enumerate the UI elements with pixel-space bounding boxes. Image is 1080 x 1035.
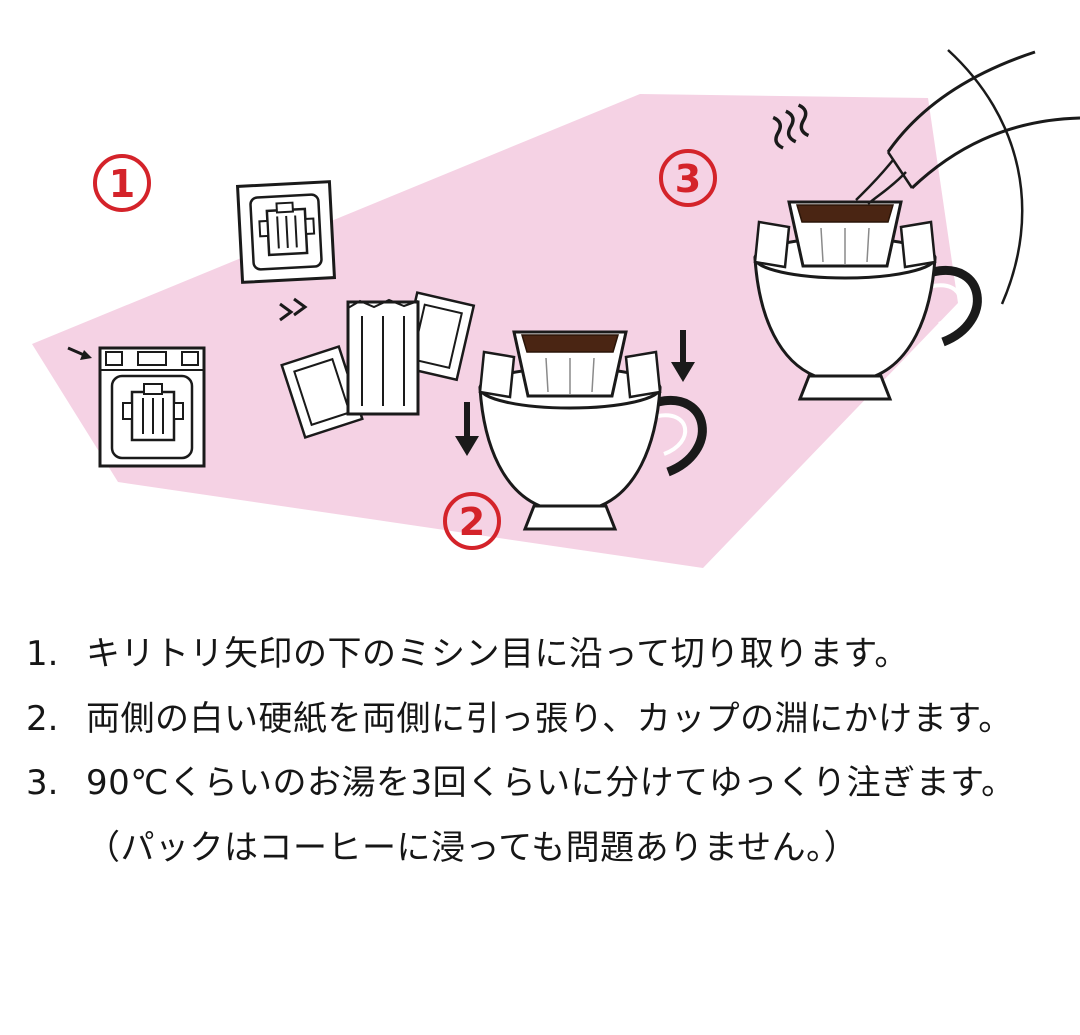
instruction-diagram-svg: 1 2 3	[32, 49, 1080, 568]
kettle-spout	[855, 49, 1080, 305]
instruction-number: 3.	[26, 763, 59, 804]
instruction-item: 2. 両側の白い硬紙を両側に引っ張り、カップの淵にかけます。	[26, 693, 1060, 746]
water-stream	[867, 171, 907, 205]
step-badge-2: 2	[443, 492, 501, 550]
step-badge-1-number: 1	[109, 162, 135, 206]
instruction-item-note: （パックはコーヒーに浸っても問題ありません。）	[26, 822, 1060, 875]
step1-packet-top-view	[235, 180, 337, 284]
step2-open-bag-illustration	[279, 291, 476, 439]
cut-arrow-icon	[67, 346, 92, 360]
step-badge-3: 3	[659, 149, 717, 207]
instruction-item: 3. 90℃くらいのお湯を3回くらいに分けてゆっくり注ぎます。	[26, 757, 1060, 810]
step-badge-2-number: 2	[459, 500, 485, 544]
instruction-text: 両側の白い硬紙を両側に引っ張り、カップの淵にかけます。	[86, 698, 1013, 739]
down-arrow-icon	[455, 402, 479, 456]
step-badge-1: 1	[93, 154, 151, 212]
instruction-text: キリトリ矢印の下のミシン目に沿って切り取ります。	[86, 634, 909, 674]
step-badge-3-number: 3	[675, 157, 701, 201]
instruction-text: 90℃くらいのお湯を3回くらいに分けてゆっくり注ぎます。	[86, 763, 1016, 804]
steam-icon	[772, 103, 810, 150]
instruction-number: 2.	[26, 698, 59, 739]
step1-packet-illustration	[67, 346, 206, 468]
instruction-item: 1. キリトリ矢印の下のミシン目に沿って切り取ります。	[26, 628, 1060, 681]
instruction-number	[26, 822, 86, 875]
instruction-note-text: （パックはコーヒーに浸っても問題ありません。）	[86, 828, 859, 869]
chevron-marks-icon	[279, 297, 308, 322]
instruction-figure: 1 2 3	[32, 49, 1080, 568]
water-stream	[855, 159, 894, 201]
instruction-list: 1. キリトリ矢印の下のミシン目に沿って切り取ります。 2. 両側の白い硬紙を両…	[26, 628, 1060, 887]
instruction-number: 1.	[26, 634, 59, 674]
pink-band-background	[32, 94, 958, 568]
down-arrow-icon	[671, 330, 695, 382]
